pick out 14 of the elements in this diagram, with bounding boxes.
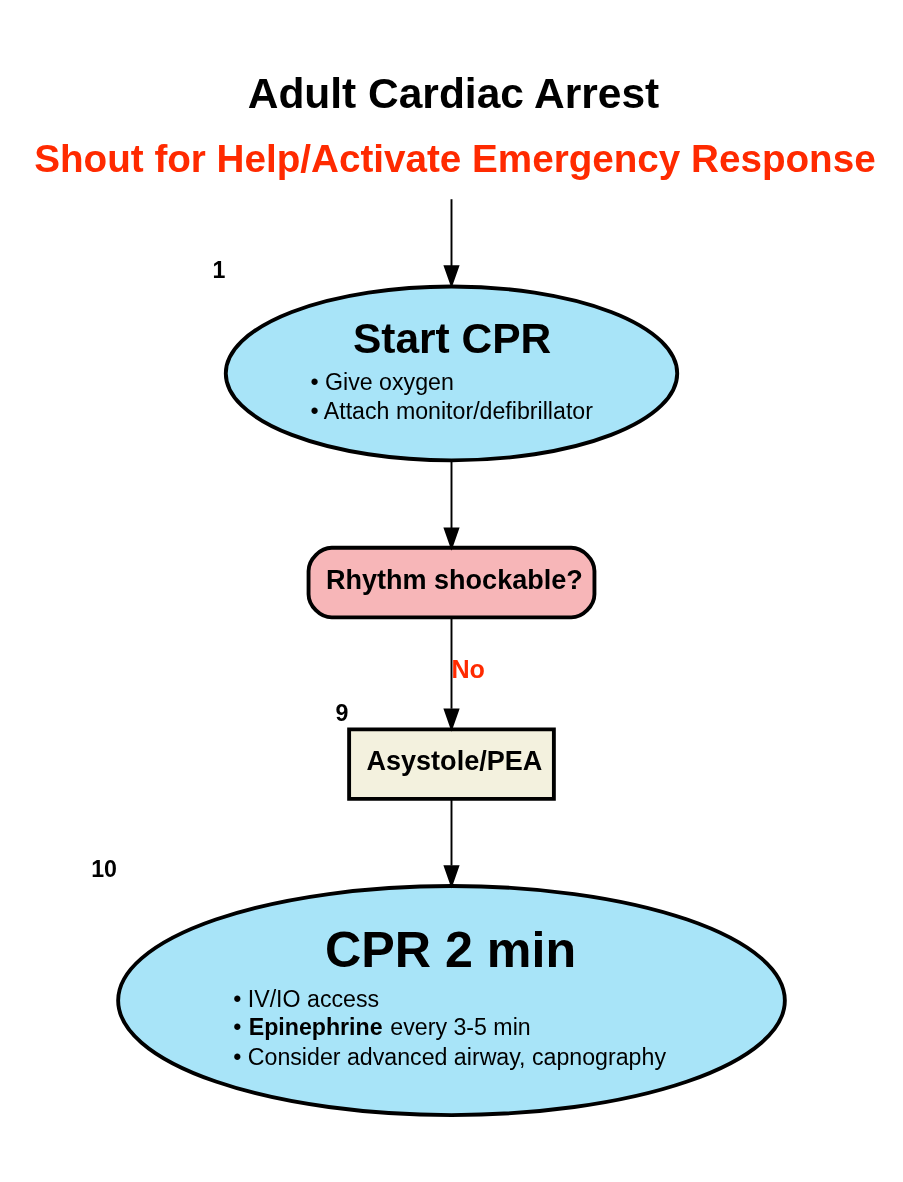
node-box: Asystole/PEA xyxy=(347,726,556,801)
node-label: 9 xyxy=(335,699,349,726)
node-ellipse: Start CPR • Give oxygen • Attach monitor/defibrillator xyxy=(223,284,680,462)
node-label: 1 xyxy=(212,256,226,283)
node-label: 10 xyxy=(91,855,117,882)
edge-label: No xyxy=(451,654,485,683)
arrow xyxy=(443,797,460,888)
arrow xyxy=(443,197,460,288)
node-box: Rhythm shockable? xyxy=(306,545,597,619)
arrow xyxy=(443,459,460,551)
node-text: Shout for Help/Activate Emergency Response xyxy=(34,136,876,180)
diagram-title: Adult Cardiac Arrest xyxy=(247,69,660,117)
node-ellipse: CPR 2 min • IV/IO access • Epinephrine every 3-5 min • Consider advanced airway, capnography xyxy=(116,883,787,1117)
arrow xyxy=(443,616,460,732)
